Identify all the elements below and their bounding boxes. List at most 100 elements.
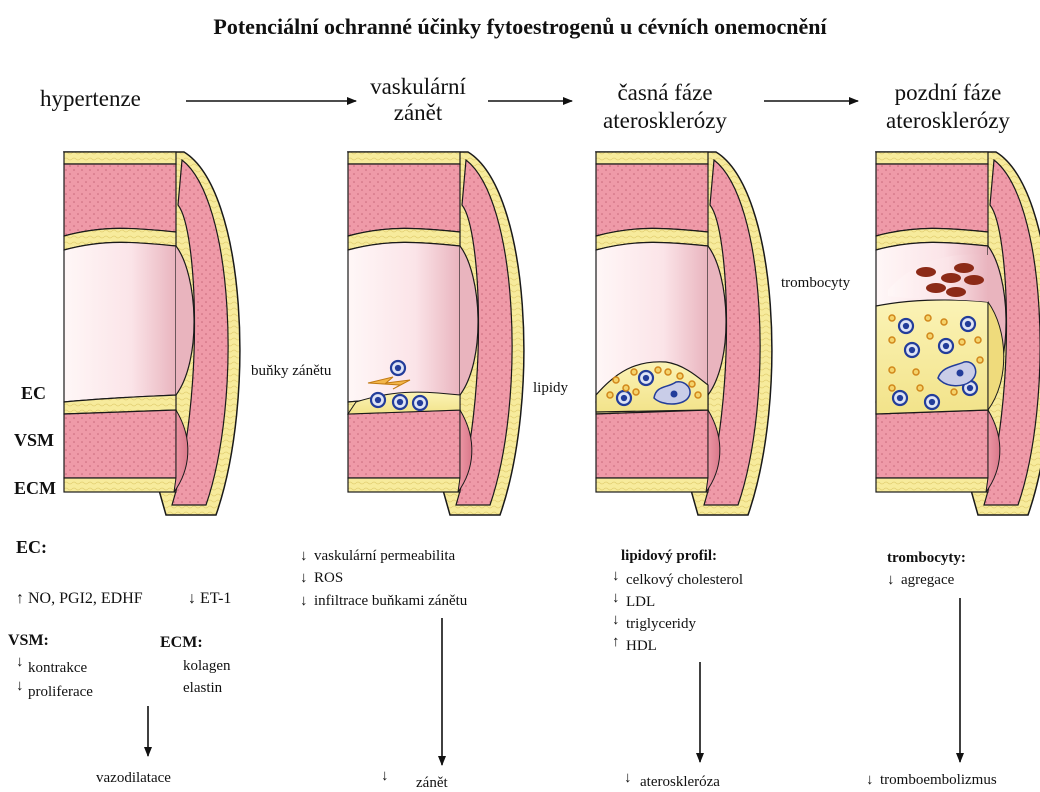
col3-item-3: triglyceridy xyxy=(626,616,696,633)
top-ecm-layer xyxy=(348,152,460,164)
late-lipid-particle-11 xyxy=(917,385,923,391)
lipid-particle-8 xyxy=(695,392,701,398)
col4-arrow-1: ↓ xyxy=(887,572,895,589)
col4-heading: trombocyty: xyxy=(887,550,966,567)
plaque-cell-1-nucleus xyxy=(903,323,909,329)
layer-ecm-label: ECM xyxy=(14,478,56,499)
late-lipid-particle-4 xyxy=(889,337,895,343)
col1-vsm-arrow-2: ↓ xyxy=(16,678,24,695)
col4-item-1: agregace xyxy=(901,572,954,589)
vessel-lumen xyxy=(348,242,460,402)
lipid-particle-1 xyxy=(613,377,619,383)
inflammatory-cell-4-nucleus xyxy=(417,400,423,406)
col3-arrow-2: ↓ xyxy=(612,590,620,607)
top-vsm-layer xyxy=(596,164,708,236)
stage-3-label-line2: aterosklerózy xyxy=(590,108,740,134)
col3-item-1: celkový cholesterol xyxy=(626,572,743,589)
platelet-5 xyxy=(946,287,966,297)
col3-result-arrow: ↓ xyxy=(624,770,632,787)
col1-ecm-heading: ECM: xyxy=(160,634,203,652)
vessel-stage-3 xyxy=(596,152,772,515)
plaque-cell-2-nucleus xyxy=(965,321,971,327)
platelet-4 xyxy=(926,283,946,293)
macrophage-nucleus xyxy=(671,391,678,398)
figure-title: Potenciální ochranné účinky fytoestrogen… xyxy=(0,14,1040,39)
col1-result: vazodilatace xyxy=(96,770,171,787)
foam-cell-2-nucleus xyxy=(643,375,649,381)
stage-2-label-line2: zánět xyxy=(360,100,476,126)
platelets-label: trombocyty xyxy=(781,275,850,292)
col3-item-2: LDL xyxy=(626,594,655,611)
late-lipid-particle-3 xyxy=(941,319,947,325)
col2-item-2: ROS xyxy=(314,570,343,587)
plaque-cell-5-nucleus xyxy=(897,395,903,401)
col1-vsm-heading: VSM: xyxy=(8,632,49,650)
col3-arrow-1: ↓ xyxy=(612,568,620,585)
top-ecm-layer xyxy=(876,152,988,164)
col2-arrow-2: ↓ xyxy=(300,570,308,587)
col3-result: ateroskleróza xyxy=(640,774,720,791)
lipid-particle-5 xyxy=(677,373,683,379)
bottom-vsm-layer xyxy=(348,410,460,478)
col1-ec-heading: EC: xyxy=(16,537,47,558)
col1-vsm-item-1: kontrakce xyxy=(28,660,87,677)
top-ecm-layer xyxy=(64,152,176,164)
lipid-particle-7 xyxy=(633,389,639,395)
lipid-particle-4 xyxy=(665,369,671,375)
inflammatory-cell-3-nucleus xyxy=(397,399,403,405)
lipid-particle-3 xyxy=(655,367,661,373)
col1-ecm-item-1: kolagen xyxy=(183,658,230,675)
late-macrophage-nucleus xyxy=(957,370,964,377)
col3-arrow-4: ↑ xyxy=(612,634,620,651)
layer-vsm-label: VSM xyxy=(14,430,54,451)
stage-3-label-line1: časná fáze xyxy=(590,80,740,106)
lipids-label: lipidy xyxy=(533,380,568,397)
stage-2-label-line1: vaskulární xyxy=(360,74,476,100)
foam-cell-1-nucleus xyxy=(621,395,627,401)
plaque-cell-3-nucleus xyxy=(909,347,915,353)
col4-result: tromboembolizmus xyxy=(880,772,997,789)
bottom-ecm-layer xyxy=(876,478,988,492)
col4-result-arrow: ↓ xyxy=(866,772,874,789)
platelet-3 xyxy=(954,263,974,273)
late-lipid-particle-8 xyxy=(889,367,895,373)
lipid-particle-9 xyxy=(689,381,695,387)
late-lipid-particle-5 xyxy=(927,333,933,339)
bottom-ecm-layer xyxy=(348,478,460,492)
col1-ecm-item-2: elastin xyxy=(183,680,222,697)
col3-arrow-3: ↓ xyxy=(612,612,620,629)
vessel-lumen xyxy=(64,242,176,402)
col1-ec-down: ↓ ET-1 xyxy=(188,590,231,608)
stage-4-label-line2: aterosklerózy xyxy=(868,108,1028,134)
stage-1-label: hypertenze xyxy=(40,86,141,112)
col1-vsm-arrow-1: ↓ xyxy=(16,654,24,671)
inflammatory-cell-1-nucleus xyxy=(395,365,401,371)
inflammatory-cell-2-nucleus xyxy=(375,397,381,403)
plaque-cell-7-nucleus xyxy=(967,385,973,391)
bottom-vsm-layer xyxy=(64,410,176,478)
platelet-2 xyxy=(941,273,961,283)
bottom-vsm-layer xyxy=(876,410,988,478)
late-lipid-particle-7 xyxy=(975,337,981,343)
lipid-particle-10 xyxy=(623,385,629,391)
late-lipid-particle-2 xyxy=(925,315,931,321)
layer-ec-label: EC xyxy=(21,383,46,404)
col2-arrow-3: ↓ xyxy=(300,593,308,610)
lipid-particle-2 xyxy=(631,369,637,375)
late-lipid-particle-12 xyxy=(951,389,957,395)
late-lipid-particle-10 xyxy=(977,357,983,363)
bottom-ecm-layer xyxy=(64,478,176,492)
late-lipid-particle-6 xyxy=(959,339,965,345)
top-vsm-layer xyxy=(876,164,988,236)
top-vsm-layer xyxy=(64,164,176,236)
col2-result-arrow: ↓ xyxy=(381,768,389,785)
bottom-ecm-layer xyxy=(596,478,708,492)
lipid-particle-6 xyxy=(607,392,613,398)
col2-item-3: infiltrace buňkami zánětu xyxy=(314,593,467,610)
platelet-6 xyxy=(964,275,984,285)
top-vsm-layer xyxy=(348,164,460,236)
col2-result: zánět xyxy=(416,775,448,792)
vessel-stage-4 xyxy=(876,152,1040,515)
col1-vsm-item-2: proliferace xyxy=(28,684,93,701)
late-lipid-particle-1 xyxy=(889,315,895,321)
